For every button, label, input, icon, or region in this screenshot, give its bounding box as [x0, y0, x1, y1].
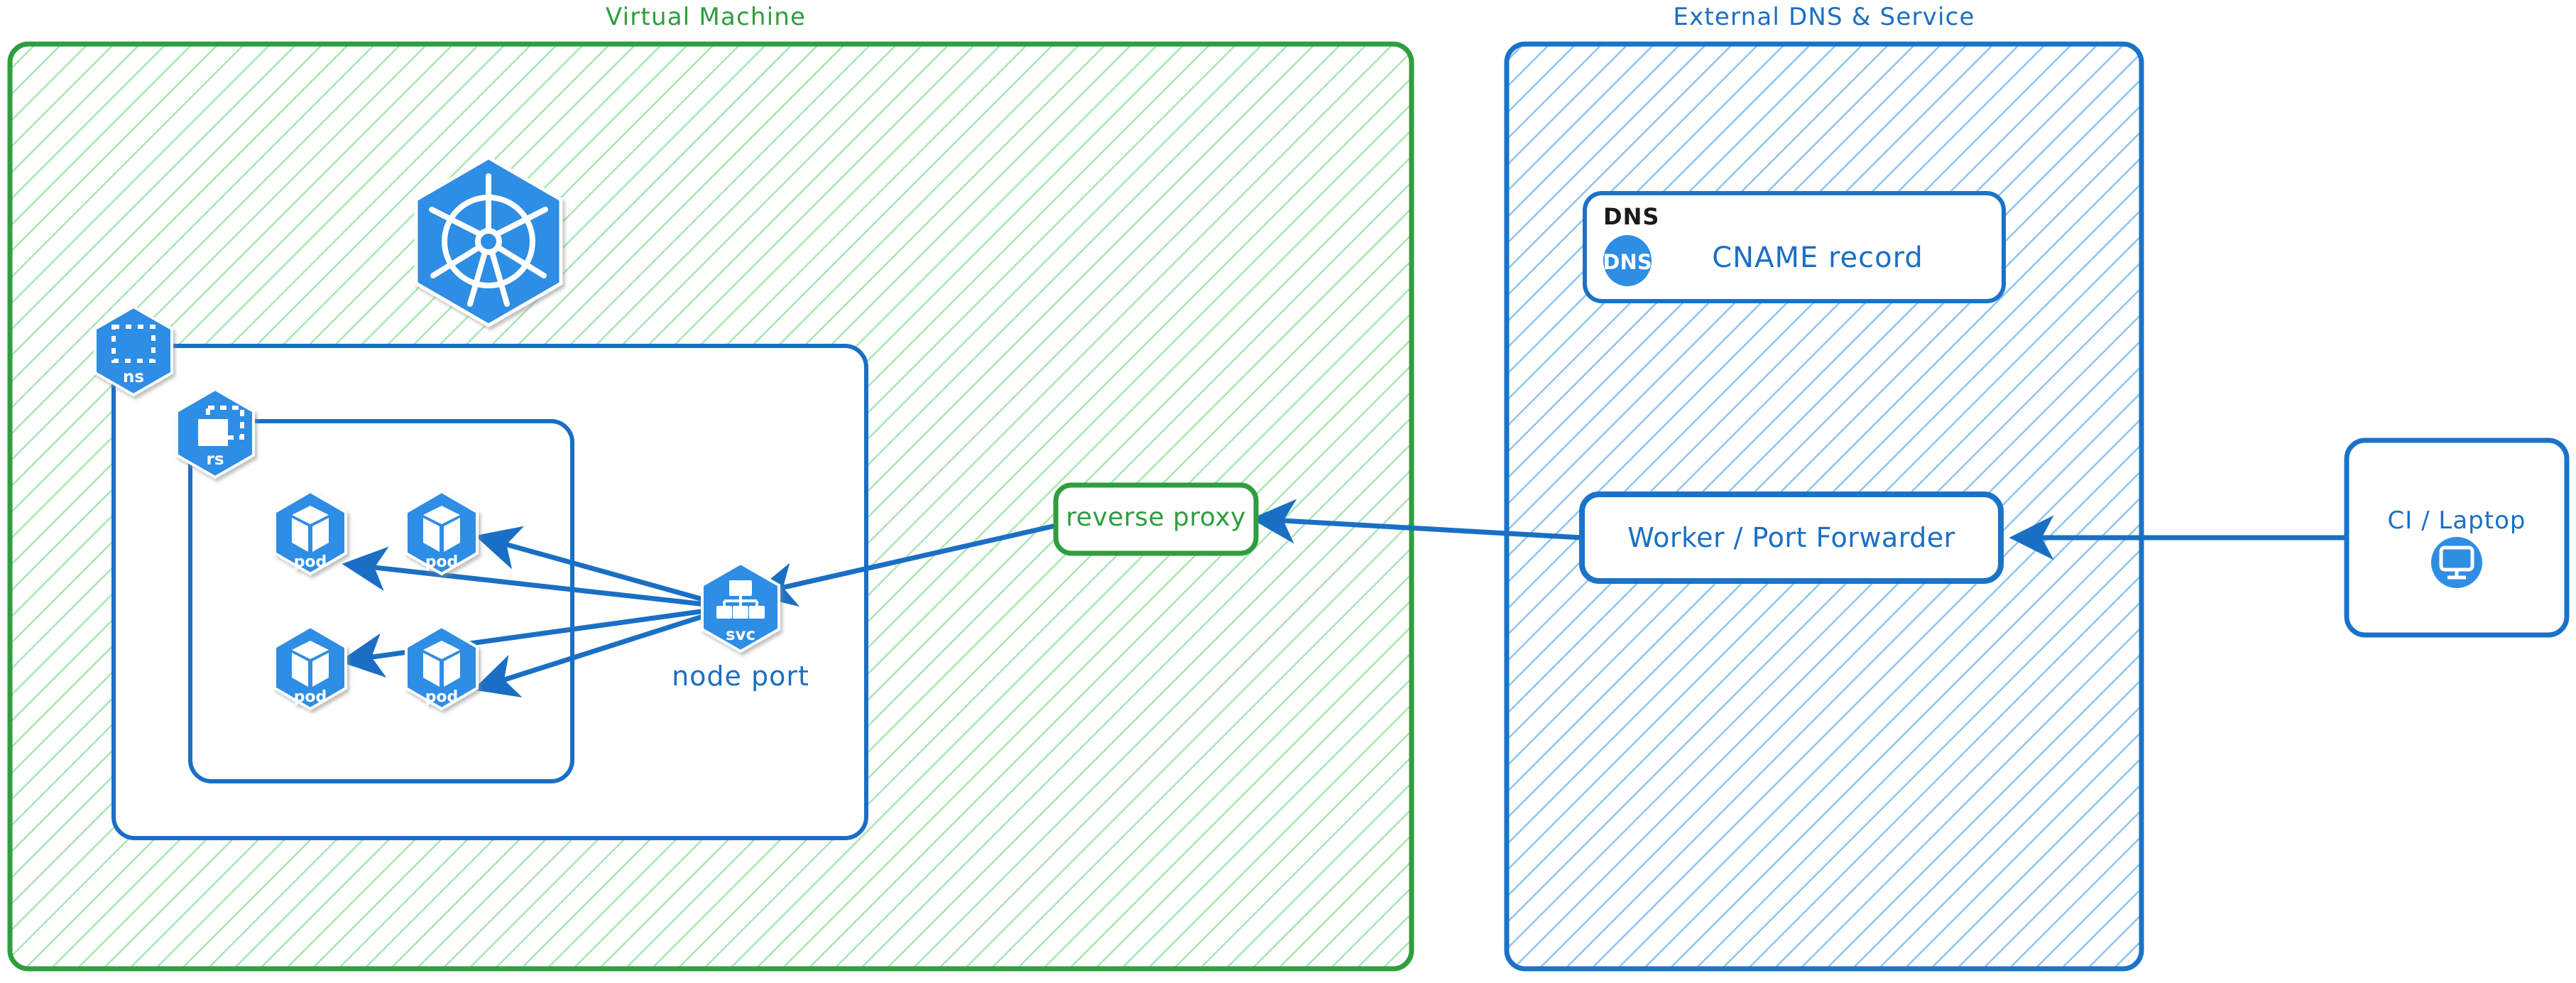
worker-box[interactable]: [1579, 492, 2004, 584]
pod-label-1: pod: [294, 553, 327, 571]
edge-svc-pod-2: [474, 526, 732, 610]
edge-svc-pod-4: [472, 604, 733, 698]
namespace-badge-label: ns: [123, 368, 144, 386]
edge-reverseproxy-svc: [751, 523, 1057, 607]
edge-svc-pod-1: [342, 546, 732, 610]
pod-icon-2: pod: [405, 489, 479, 576]
edge-group-svc-pods: [339, 526, 733, 698]
pod-label-2: pod: [425, 553, 459, 571]
pod-icon-1: pod: [273, 489, 347, 576]
pod-label-3: pod: [294, 688, 327, 706]
pod-icon-4: pod: [405, 624, 479, 711]
monitor-icon: [2431, 537, 2482, 588]
kubernetes-wheel-icon: [414, 156, 563, 327]
reverse-proxy-box[interactable]: [1053, 482, 1259, 556]
service-icon: svc: [701, 561, 780, 653]
dns-badge-icon: [1603, 235, 1652, 286]
edge-worker-reverseproxy: [1250, 499, 1583, 544]
pod-label-4: pod: [425, 688, 459, 706]
replicaset-badge-label: rs: [206, 450, 224, 469]
namespace-icon: ns: [94, 305, 173, 397]
dns-badge-label: DNS: [1603, 250, 1652, 274]
replicaset-container: [188, 419, 574, 783]
service-badge-label: svc: [726, 626, 755, 644]
pod-icon-3: pod: [273, 624, 347, 711]
dns-card[interactable]: [1583, 191, 2006, 303]
replicaset-icon: rs: [175, 387, 255, 479]
